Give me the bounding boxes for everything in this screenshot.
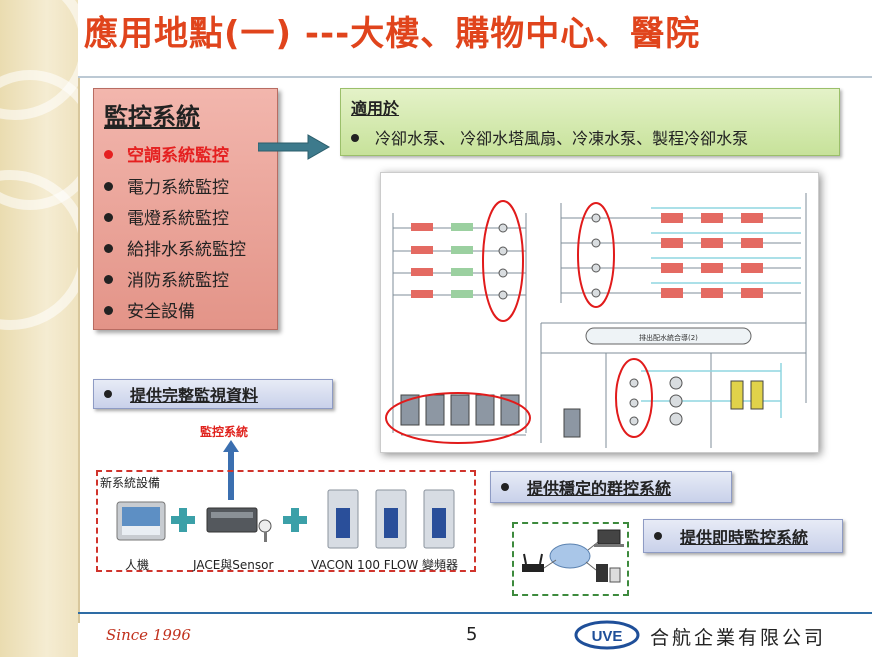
vacon-caption: VACON 100 FLOW 變頻器 — [311, 558, 459, 572]
monitoring-item: 安全設備 — [104, 297, 195, 322]
applicable-box: 適用於 冷卻水泵、 冷卻水塔風扇、冷凍水泵、製程冷卻水泵 — [340, 88, 840, 156]
monitoring-item: 電力系統監控 — [104, 173, 229, 198]
uve-logo: UVE — [574, 620, 640, 650]
new-system-equipment-box — [96, 470, 476, 572]
monitoring-item: 電燈系統監控 — [104, 204, 229, 229]
bullet-icon — [104, 274, 113, 284]
monitoring-item: 消防系統監控 — [104, 266, 229, 291]
hmi-caption: 人機 — [125, 558, 150, 572]
monitoring-item-label: 消防系統監控 — [127, 271, 229, 291]
svg-text:UVE: UVE — [592, 628, 623, 645]
header-pipe-label: 排出配水統合導(2) — [639, 333, 698, 342]
router-icon — [522, 564, 544, 572]
applicable-item-label: 冷卻水泵、 冷卻水塔風扇、冷凍水泵、製程冷卻水泵 — [375, 129, 749, 148]
footer-divider — [78, 612, 872, 614]
monitoring-item-label: 安全設備 — [127, 302, 195, 322]
left-divider — [78, 78, 80, 623]
bullet-icon — [351, 133, 359, 142]
jace-controller-icon — [206, 507, 272, 542]
vacon-drive-icons — [327, 489, 455, 549]
bullet-icon — [104, 305, 113, 315]
monitoring-item-label: 電力系統監控 — [127, 178, 229, 198]
hvac-schematic-diagram: 排出配水統合導(2) — [380, 172, 819, 453]
plus-icon — [283, 508, 307, 532]
title-divider — [78, 76, 872, 78]
laptop-icon — [597, 529, 621, 545]
monitoring-heading: 監控系統 — [104, 103, 200, 131]
bullet-icon — [104, 181, 113, 191]
feature-label: 提供穩定的群控系統 — [527, 479, 672, 498]
bullet-icon — [104, 390, 112, 398]
bullet-icon — [104, 212, 113, 222]
schematic-drawing: 排出配水統合導(2) — [385, 193, 807, 448]
applicable-item: 冷卻水泵、 冷卻水塔風扇、冷凍水泵、製程冷卻水泵 — [351, 125, 748, 149]
bullet-icon — [654, 532, 662, 540]
left-decorative-strip — [0, 0, 78, 657]
feature-monitor-data: 提供完整監視資料 — [93, 379, 333, 409]
bullet-icon — [501, 483, 509, 491]
feature-label: 提供即時監控系統 — [680, 528, 809, 547]
bullet-icon — [104, 149, 113, 159]
plus-icon — [171, 508, 195, 532]
new-system-label: 新系統設備 — [100, 476, 161, 490]
tablet-icon — [596, 564, 608, 582]
page-number: 5 — [466, 624, 478, 645]
monitoring-item-label: 電燈系統監控 — [127, 209, 229, 229]
hmi-touchscreen-icon — [116, 501, 166, 541]
feature-group-control: 提供穩定的群控系統 — [490, 471, 732, 503]
feature-realtime: 提供即時監控系統 — [643, 519, 843, 553]
applicable-heading: 適用於 — [351, 99, 400, 118]
monitoring-systems-box: 監控系統 空調系統監控 電力系統監控 電燈系統監控 給排水系統監控 消防系統監控… — [93, 88, 278, 330]
bullet-icon — [104, 243, 113, 253]
company-name: 合航企業有限公司 — [650, 627, 827, 649]
cloud-icon — [549, 543, 591, 569]
monitoring-item: 給排水系統監控 — [104, 235, 246, 260]
right-arrow-icon — [258, 134, 330, 160]
jace-caption: JACE與Sensor — [193, 558, 274, 572]
network-illustration — [522, 529, 624, 583]
monitoring-item-label: 空調系統監控 — [127, 146, 229, 166]
feature-label: 提供完整監視資料 — [130, 386, 259, 405]
since-label: Since 1996 — [106, 626, 191, 644]
monitoring-system-label: 監控系統 — [200, 425, 249, 439]
network-box — [512, 522, 629, 596]
monitoring-item-label: 給排水系統監控 — [127, 240, 246, 260]
slide-title: 應用地點(一) ---大樓、購物中心、醫院 — [84, 14, 701, 54]
monitoring-item: 空調系統監控 — [104, 141, 229, 166]
